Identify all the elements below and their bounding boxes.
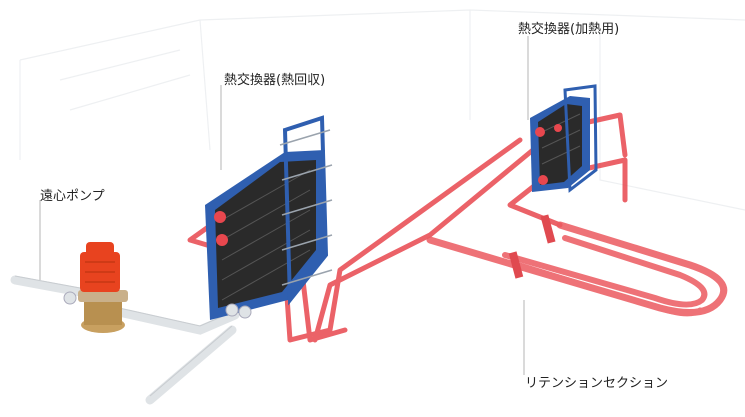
feed-pipes [10, 275, 240, 405]
label-heat-exchanger-heating: 熱交換器(加熱用) [518, 22, 620, 37]
pipe-heater-return [312, 137, 548, 343]
inlet-pipe [10, 275, 85, 297]
label-centrifugal-pump: 遠心ポンプ [40, 189, 105, 204]
label-heat-exchanger-recovery: 熱交換器(熱回収) [224, 73, 326, 88]
heat-exchanger-heating [530, 84, 598, 193]
outlet-pipe [145, 325, 237, 405]
pipe-recovery-to-heater [187, 137, 523, 343]
label-retention-section: リテンションセクション [525, 376, 669, 391]
background-outline [19, 9, 745, 211]
heat-exchanger-recovery [205, 115, 333, 320]
leader-lines [39, 36, 529, 375]
retention-loops [426, 221, 728, 317]
centrifugal-pump [63, 242, 128, 333]
pump-discharge-pipe [105, 305, 240, 335]
retention-flanges [508, 214, 556, 279]
